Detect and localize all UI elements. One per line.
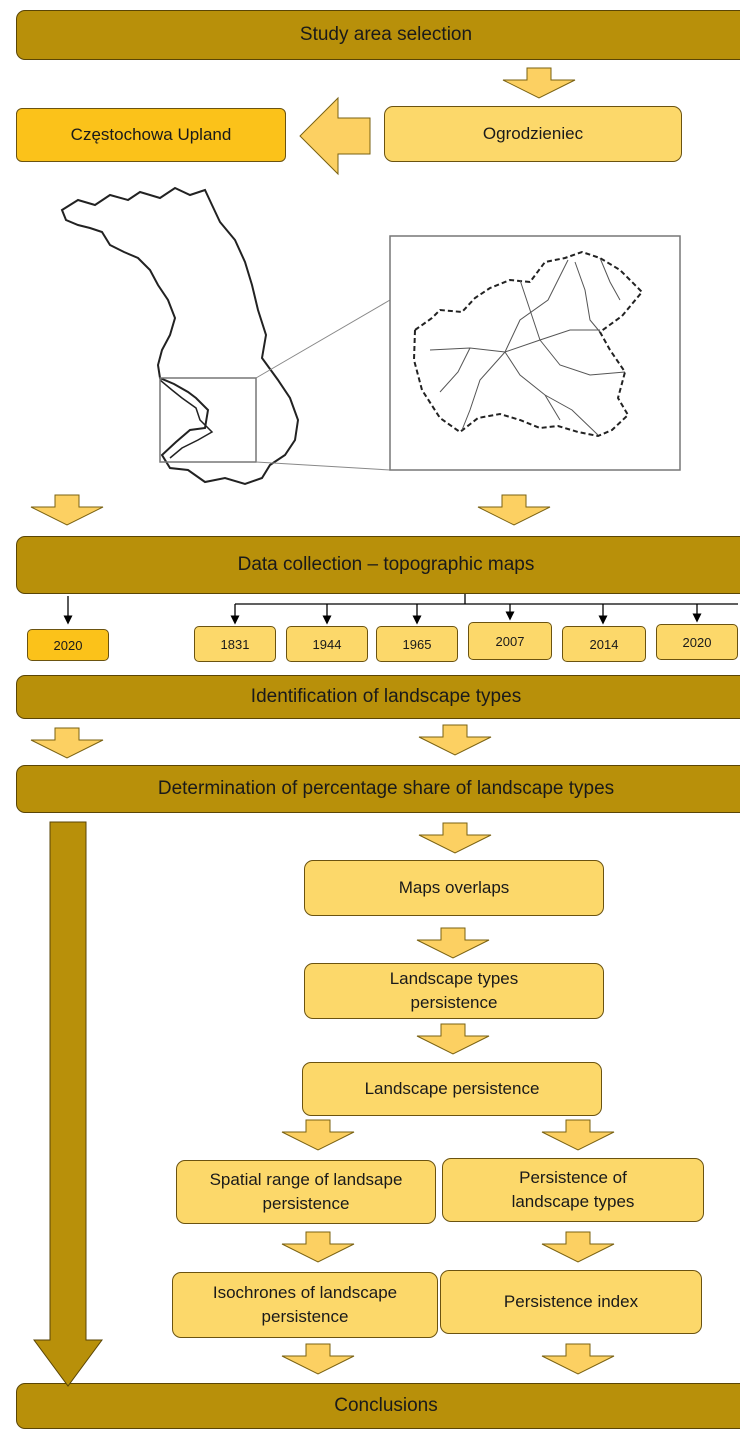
down-arrow [541,1119,615,1151]
step-label: Spatial range of landsape persistence [209,1170,403,1213]
step-label: Maps overlaps [398,878,510,897]
step-identification: Identification of landscape types [16,675,740,719]
year-label: 2020 [53,637,83,653]
step-landscape-persistence: Landscape persistence [302,1062,602,1116]
step-label: Conclusions [334,1395,438,1416]
long-down-arrow [33,821,103,1387]
zoom-frame [159,377,257,463]
year-box-2014: 2014 [562,626,646,662]
step-maps-overlaps: Maps overlaps [304,860,604,916]
down-arrow [541,1231,615,1263]
step-label: Determination of percentage share of lan… [157,778,615,799]
inset-map-roads [429,257,626,436]
year-box-1944: 1944 [286,626,368,662]
down-arrow [30,494,104,526]
year-box-1831: 1831 [194,626,276,662]
year-box-1965: 1965 [376,626,458,662]
down-arrow [418,822,492,854]
step-label: Persistence of landscape types [511,1168,635,1211]
step-label: Isochrones of landscape persistence [212,1283,398,1326]
down-arrow [541,1343,615,1375]
year-label: 2020 [682,634,712,650]
step-label: Landscape persistence [364,1079,540,1098]
down-arrow [281,1343,355,1375]
step-label: Study area selection [299,24,473,45]
step-label: Landscape types persistence [389,969,519,1012]
step-isochrones: Isochrones of landscape persistence [172,1272,438,1338]
step-ogrodzieniec: Ogrodzieniec [384,106,682,162]
step-conclusions: Conclusions [16,1383,740,1429]
step-label: Persistence index [503,1292,639,1311]
down-arrow [418,724,492,756]
step-landscape-types-persistence: Landscape types persistence [304,963,604,1019]
step-label: Ogrodzieniec [482,124,584,143]
down-arrow [502,67,576,99]
down-arrow [281,1231,355,1263]
down-arrow [416,1023,490,1055]
year-label: 2007 [495,633,525,649]
year-box-2020: 2020 [656,624,738,660]
year-box-2007: 2007 [468,622,552,660]
year-label: 2014 [589,636,619,652]
step-study-area-selection: Study area selection [16,10,740,60]
left-arrow [299,96,371,176]
inset-map-boundary [412,250,644,438]
region-inner-boundary [159,379,214,459]
step-data-collection: Data collection – topographic maps [16,536,740,594]
region-map [60,186,300,486]
year-box-left: 2020 [27,629,109,661]
step-determination: Determination of percentage share of lan… [16,765,740,813]
down-arrow [281,1119,355,1151]
year-label: 1944 [312,636,342,652]
step-spatial-range: Spatial range of landsape persistence [176,1160,436,1224]
step-label: Identification of landscape types [250,686,522,707]
inset-map-frame [389,235,681,471]
step-label: Częstochowa Upland [70,125,232,144]
step-persistence-index: Persistence index [440,1270,702,1334]
step-czestochowa-upland: Częstochowa Upland [16,108,286,162]
year-label: 1831 [220,636,250,652]
down-arrow [477,494,551,526]
down-arrow [416,927,490,959]
down-arrow [30,727,104,759]
year-label: 1965 [402,636,432,652]
step-label: Data collection – topographic maps [237,554,535,575]
step-persistence-of-landscape-types: Persistence of landscape types [442,1158,704,1222]
